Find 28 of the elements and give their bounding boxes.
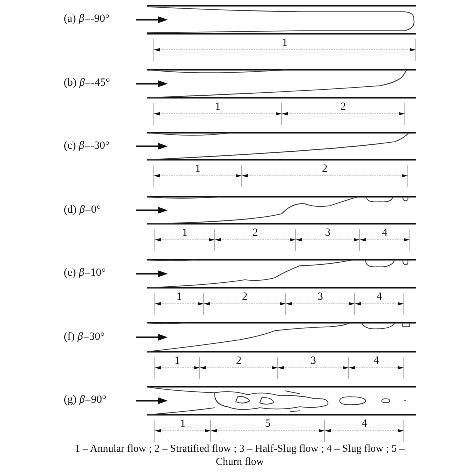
region-number: 2 — [241, 292, 249, 303]
region-number: 4 — [381, 228, 389, 239]
panel-label: (g) β=90° — [64, 395, 107, 406]
panel-label: (f) β=30° — [64, 332, 105, 342]
region-number: 3 — [316, 292, 324, 303]
panel-label: (a) β=-90° — [64, 14, 110, 25]
panel-label: (c) β=-30° — [64, 140, 110, 152]
region-number: 1 — [281, 38, 289, 49]
region-number: 4 — [360, 419, 368, 430]
region-number: 5 — [264, 419, 272, 430]
region-number: 3 — [310, 356, 318, 367]
region-number: 3 — [324, 228, 332, 239]
region-number: 1 — [214, 102, 222, 113]
region-number: 2 — [321, 164, 329, 175]
region-number: 1 — [176, 292, 184, 303]
panel-label: (b) β=-45° — [64, 78, 110, 89]
region-number: 2 — [340, 102, 348, 113]
panel-label: (e) β=10° — [64, 268, 106, 279]
region-number: 1 — [179, 419, 187, 430]
region-number: 1 — [174, 356, 182, 367]
region-number: 4 — [372, 356, 380, 367]
caption: 1 – Annular flow ; 2 – Stratified flow ; 3 – Half-Slug flow ; 4 – Slug flow ; 5 – Churn flow — [74, 444, 406, 470]
region-number: 1 — [181, 228, 189, 239]
region-number: 2 — [235, 356, 243, 367]
region-number: 4 — [376, 292, 384, 303]
region-number: 2 — [252, 228, 260, 239]
panel-label: (d) β=0° — [64, 204, 102, 216]
region-number: 1 — [194, 164, 202, 175]
